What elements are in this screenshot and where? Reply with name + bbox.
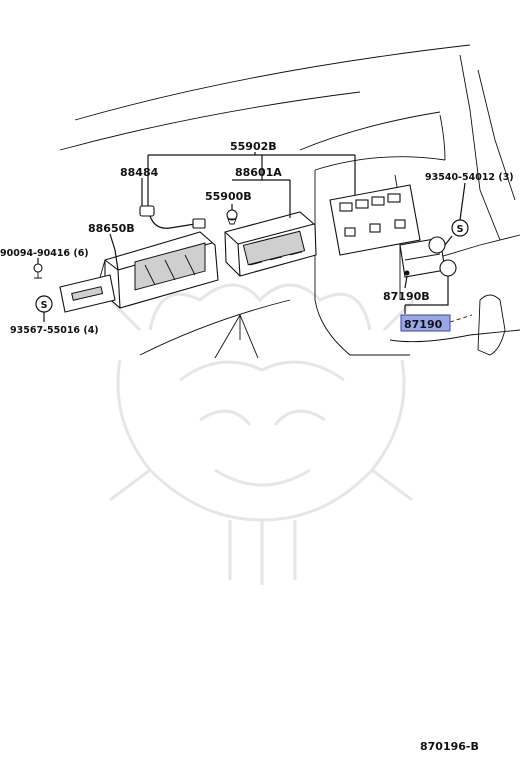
label-93540[interactable]: 93540-54012 (3) (425, 172, 514, 183)
part-88601a-control-unit[interactable] (224, 211, 317, 277)
s-symbol-left: S (35, 295, 53, 313)
label-87190b[interactable]: 87190B (383, 290, 430, 303)
label-88650b[interactable]: 88650B (88, 222, 135, 235)
part-center-console-panel (329, 184, 421, 256)
label-55902b[interactable]: 55902B (230, 140, 277, 153)
s-symbol-right: S (451, 219, 469, 237)
s-symbol-right-text: S (457, 224, 464, 235)
label-88601a[interactable]: 88601A (235, 166, 282, 179)
console-buttons (339, 193, 406, 237)
label-93567[interactable]: 93567-55016 (4) (10, 325, 99, 336)
watermark-logo (108, 283, 416, 585)
fastener-90094 (33, 263, 43, 279)
part-labels: 55902B 88484 88601A 55900B 88650B 90094-… (0, 140, 514, 336)
part-side-plate (59, 274, 116, 313)
label-55900b[interactable]: 55900B (205, 190, 252, 203)
part-88484-sensor[interactable] (139, 205, 206, 229)
label-87190[interactable]: 87190 (404, 318, 443, 331)
s-symbol-left-text: S (41, 300, 48, 311)
part-55900b-clip[interactable] (226, 209, 238, 225)
figure-number: 870196-B (420, 740, 479, 753)
highlight-87190 (400, 314, 451, 332)
leader-lines (37, 152, 473, 323)
label-88484[interactable]: 88484 (120, 166, 159, 179)
label-90094[interactable]: 90094-90416 (6) (0, 248, 89, 259)
part-87190b-dot (404, 270, 410, 276)
part-88650b-bezel[interactable] (104, 231, 219, 309)
